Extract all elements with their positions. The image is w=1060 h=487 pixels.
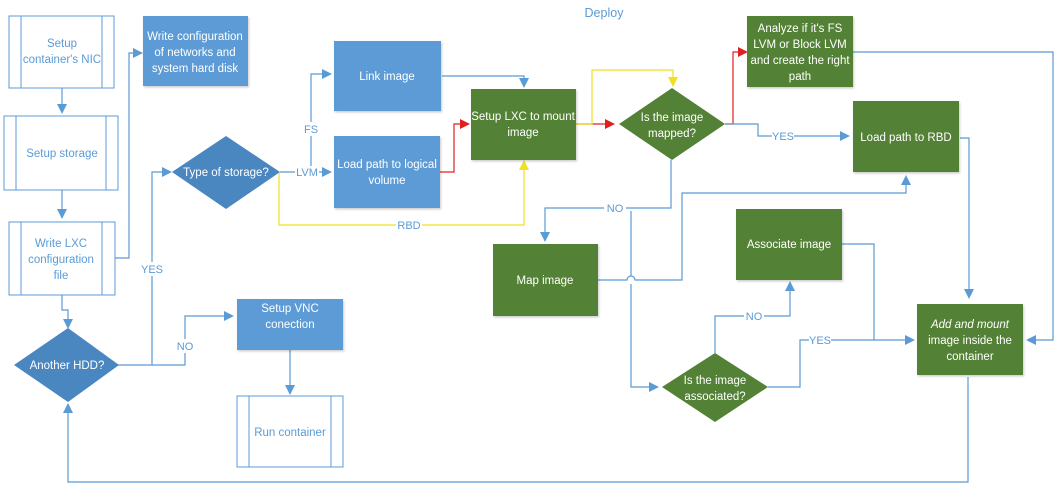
node-add-mount-image-line3: container	[946, 351, 993, 363]
node-another-hdd-line1: Another HDD?	[30, 360, 105, 372]
node-another-hdd[interactable]: Another HDD?	[14, 328, 119, 402]
node-add-mount-image-line1: Add and mount	[930, 319, 1010, 331]
node-setup-lxc-mount[interactable]: Setup LXC to mount image	[471, 89, 576, 160]
node-associate-image-line1: Associate image	[747, 239, 831, 251]
node-setup-lxc-mount-line1: Setup LXC to mount	[471, 111, 575, 123]
node-write-net-config-line3: system hard disk	[152, 63, 239, 75]
diagram-title: Deploy	[585, 6, 625, 20]
node-add-mount-image[interactable]: Add and mount image inside the container	[917, 304, 1023, 375]
label-yes-hdd: YES	[141, 264, 163, 276]
edge-mapped-yes	[725, 123, 850, 141]
node-type-of-storage[interactable]: Type of storage?	[172, 136, 280, 209]
node-run-container[interactable]: Run container	[236, 395, 344, 468]
node-is-image-associated-line1: Is the image	[684, 375, 747, 387]
edge-to-associated	[630, 211, 657, 387]
node-is-image-mapped[interactable]: Is the image mapped?	[619, 88, 725, 160]
label-yes-associated: YES	[809, 335, 831, 347]
node-write-lxc-config-line3: file	[54, 270, 69, 282]
label-no-associated: NO	[746, 311, 763, 323]
node-is-image-mapped-line1: Is the image	[641, 112, 704, 124]
node-analyze-lvm[interactable]: Analyze if it's FS LVM or Block LVM and …	[747, 16, 853, 87]
node-map-image-line1: Map image	[517, 275, 574, 287]
edge-analyze-to-add	[853, 51, 1054, 345]
node-link-image[interactable]: Link image	[334, 41, 441, 111]
node-is-image-associated[interactable]: Is the image associated?	[662, 353, 768, 422]
node-is-image-mapped-line2: mapped?	[648, 128, 696, 140]
node-setup-nic-line1: Setup	[47, 38, 77, 50]
node-write-net-config-line1: Write configuration	[147, 31, 243, 43]
edge-associate-to-add	[842, 243, 875, 340]
label-fs: FS	[304, 124, 318, 136]
edges	[57, 47, 1054, 483]
node-setup-vnc-line2: conection	[265, 319, 314, 331]
label-lvm: LVM	[296, 167, 318, 179]
node-load-path-rbd-line1: Load path to RBD	[860, 132, 951, 144]
edge-lxc-config-to-net-config	[115, 48, 143, 259]
node-load-path-lv-line2: volume	[368, 175, 405, 187]
edge-mapped-to-analyze	[725, 47, 748, 125]
node-setup-nic[interactable]: Setup container's NIC	[8, 15, 115, 89]
edge-map-to-rbd	[598, 175, 911, 281]
node-run-container-line1: Run container	[254, 427, 326, 439]
edge-lxc-mount-to-mapped-yellow	[576, 69, 678, 125]
edge-rbd-to-add	[960, 137, 974, 299]
node-setup-storage[interactable]: Setup storage	[3, 115, 119, 191]
label-no-hdd: NO	[177, 341, 194, 353]
edge-mapped-no	[540, 160, 672, 242]
node-analyze-lvm-line2: LVM or Block LVM	[753, 39, 847, 51]
edge-labels: YES NO FS LVM RBD YES NO NO YES	[141, 122, 831, 353]
node-setup-storage-line1: Setup storage	[26, 148, 98, 160]
node-analyze-lvm-line1: Analyze if it's FS	[758, 23, 843, 35]
edge-lxc-config-to-another-hdd	[61, 295, 73, 329]
node-map-image[interactable]: Map image	[493, 244, 598, 316]
edge-storage-fs	[310, 69, 332, 172]
node-write-net-config[interactable]: Write configuration of networks and syst…	[143, 16, 248, 86]
edge-add-to-another-hdd	[63, 377, 969, 483]
node-setup-vnc-line1: Setup VNC	[261, 303, 319, 315]
node-is-image-associated-line2: associated?	[684, 391, 745, 403]
edge-associated-yes	[768, 335, 915, 388]
node-setup-nic-line2: container's NIC	[23, 54, 101, 66]
node-write-net-config-line2: of networks and	[154, 47, 235, 59]
node-add-mount-image-line2: image inside the	[928, 335, 1012, 347]
label-rbd: RBD	[397, 220, 420, 232]
node-load-path-lv[interactable]: Load path to logical volume	[334, 136, 440, 208]
node-load-path-rbd[interactable]: Load path to RBD	[853, 101, 959, 172]
node-link-image-line1: Link image	[359, 71, 415, 83]
node-analyze-lvm-line4: path	[789, 71, 811, 83]
node-write-lxc-config-line1: Write LXC	[35, 238, 87, 250]
label-no-mapped: NO	[607, 203, 624, 215]
edge-lv-to-lxc-mount	[440, 119, 470, 173]
node-write-lxc-config-line2: configuration	[28, 254, 94, 266]
node-analyze-lvm-line3: and create the right	[750, 55, 850, 67]
node-associate-image[interactable]: Associate image	[736, 209, 842, 280]
node-write-lxc-config[interactable]: Write LXC configuration file	[8, 221, 116, 296]
node-load-path-lv-line1: Load path to logical	[337, 159, 437, 171]
edge-link-to-lxc-mount	[442, 75, 529, 88]
label-yes-mapped: YES	[772, 131, 794, 143]
node-setup-lxc-mount-line2: image	[507, 127, 538, 139]
node-type-of-storage-line1: Type of storage?	[183, 167, 269, 179]
node-setup-vnc[interactable]: Setup VNC conection	[237, 299, 343, 350]
